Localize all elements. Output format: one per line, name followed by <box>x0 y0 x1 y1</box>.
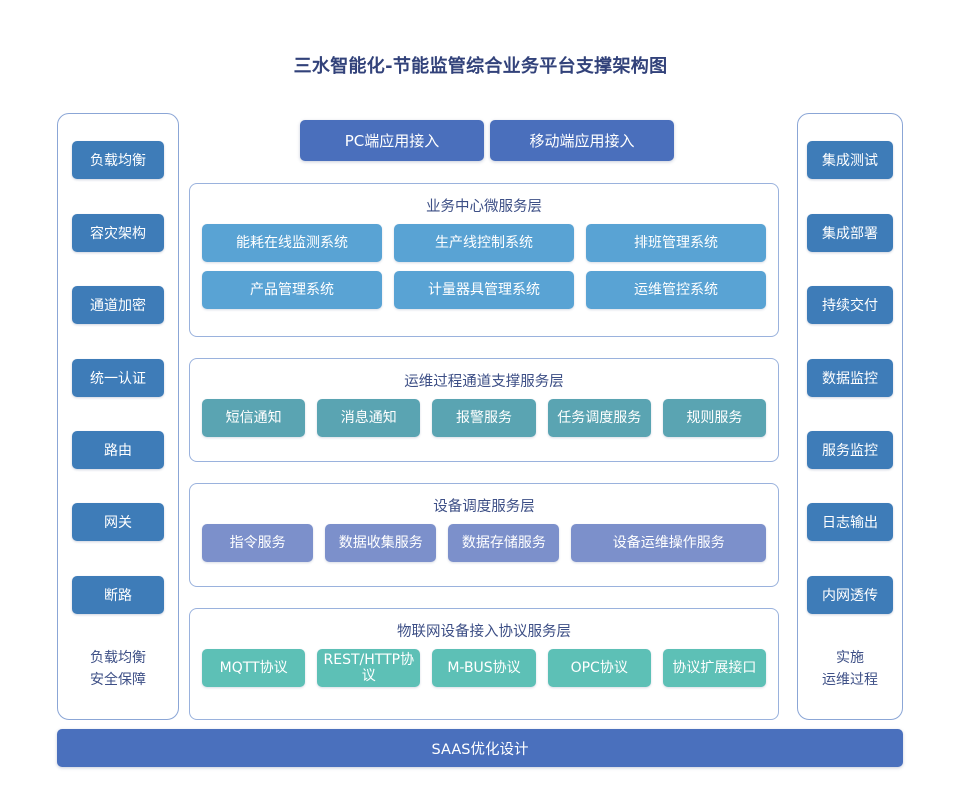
sidebar-item-right-1[interactable]: 集成部署 <box>807 213 893 252</box>
right-column-caption-line1: 实施 <box>836 650 864 667</box>
left-column-caption-line1: 负载均衡 <box>90 650 146 667</box>
service-box[interactable]: 消息通知 <box>317 399 421 437</box>
ops-layer-title: 运维过程通道支撑服务层 <box>404 374 564 390</box>
sidebar-item-left-0[interactable]: 负载均衡 <box>72 141 164 180</box>
pc-application-access-button[interactable]: PC端应用接入 <box>300 120 484 161</box>
device-scheduling-service-layer: 设备调度服务层 指令服务 数据收集服务 数据存储服务 设备运维操作服务 <box>189 483 779 587</box>
service-box[interactable]: MQTT协议 <box>202 649 306 687</box>
service-box[interactable]: 生产线控制系统 <box>394 224 574 262</box>
service-box[interactable]: 报警服务 <box>432 399 536 437</box>
service-box[interactable]: 指令服务 <box>202 524 314 562</box>
service-box[interactable]: 数据收集服务 <box>325 524 437 562</box>
service-box[interactable]: 短信通知 <box>202 399 306 437</box>
sidebar-item-right-3[interactable]: 数据监控 <box>807 358 893 397</box>
service-box[interactable]: 任务调度服务 <box>547 399 651 437</box>
business-microservice-layer: 业务中心微服务层 能耗在线监测系统 生产线控制系统 排班管理系统 产品管理系统 … <box>189 183 779 337</box>
sidebar-item-left-5[interactable]: 网关 <box>72 503 164 542</box>
protocol-layer-title: 物联网设备接入协议服务层 <box>397 624 571 640</box>
right-devops-column: 集成测试 集成部署 持续交付 数据监控 服务监控 日志输出 内网透传 实施 运维… <box>797 113 903 720</box>
service-box[interactable]: M-BUS协议 <box>432 649 536 687</box>
business-layer-title: 业务中心微服务层 <box>426 199 542 215</box>
left-column-caption-line2: 安全保障 <box>90 672 146 689</box>
sidebar-item-right-5[interactable]: 日志输出 <box>807 503 893 542</box>
sidebar-item-left-6[interactable]: 断路 <box>72 575 164 614</box>
service-box[interactable]: REST/HTTP协议 <box>317 649 421 687</box>
page-title: 三水智能化-节能监管综合业务平台支撑架构图 <box>293 56 668 77</box>
service-box[interactable]: 运维管控系统 <box>586 271 766 309</box>
service-box[interactable]: 协议扩展接口 <box>662 649 767 687</box>
saas-optimization-bar: SAAS优化设计 <box>57 729 903 767</box>
sidebar-item-left-1[interactable]: 容灾架构 <box>72 213 164 252</box>
operations-channel-support-layer: 运维过程通道支撑服务层 短信通知 消息通知 报警服务 任务调度服务 规则服务 <box>189 358 779 462</box>
right-column-caption-line2: 运维过程 <box>822 672 878 689</box>
business-layer-row-1: 产品管理系统 计量器具管理系统 运维管控系统 <box>190 271 778 309</box>
service-box[interactable]: OPC协议 <box>547 649 651 687</box>
sidebar-item-right-4[interactable]: 服务监控 <box>807 431 893 470</box>
service-box[interactable]: 数据存储服务 <box>448 524 560 562</box>
sidebar-item-right-6[interactable]: 内网透传 <box>807 575 893 614</box>
business-layer-row-0: 能耗在线监测系统 生产线控制系统 排班管理系统 <box>190 224 778 262</box>
service-box[interactable]: 设备运维操作服务 <box>571 524 766 562</box>
service-box[interactable]: 排班管理系统 <box>586 224 766 262</box>
device-layer-title: 设备调度服务层 <box>433 499 535 515</box>
mobile-application-access-button[interactable]: 移动端应用接入 <box>490 120 674 161</box>
sidebar-item-left-3[interactable]: 统一认证 <box>72 358 164 397</box>
sidebar-item-right-0[interactable]: 集成测试 <box>807 141 893 180</box>
service-box[interactable]: 计量器具管理系统 <box>394 271 574 309</box>
sidebar-item-left-4[interactable]: 路由 <box>72 431 164 470</box>
protocol-layer-row-0: MQTT协议 REST/HTTP协议 M-BUS协议 OPC协议 协议扩展接口 <box>190 649 778 687</box>
sidebar-item-left-2[interactable]: 通道加密 <box>72 286 164 325</box>
service-box[interactable]: 能耗在线监测系统 <box>202 224 382 262</box>
service-box[interactable]: 产品管理系统 <box>202 271 382 309</box>
left-column-caption: 负载均衡 安全保障 <box>90 648 146 691</box>
iot-protocol-service-layer: 物联网设备接入协议服务层 MQTT协议 REST/HTTP协议 M-BUS协议 … <box>189 608 779 720</box>
sidebar-item-right-2[interactable]: 持续交付 <box>807 286 893 325</box>
service-box[interactable]: 规则服务 <box>662 399 767 437</box>
ops-layer-row-0: 短信通知 消息通知 报警服务 任务调度服务 规则服务 <box>190 399 778 437</box>
device-layer-row-0: 指令服务 数据收集服务 数据存储服务 设备运维操作服务 <box>190 524 778 562</box>
left-infrastructure-column: 负载均衡 容灾架构 通道加密 统一认证 路由 网关 断路 负载均衡 安全保障 <box>57 113 179 720</box>
right-column-caption: 实施 运维过程 <box>822 648 878 691</box>
